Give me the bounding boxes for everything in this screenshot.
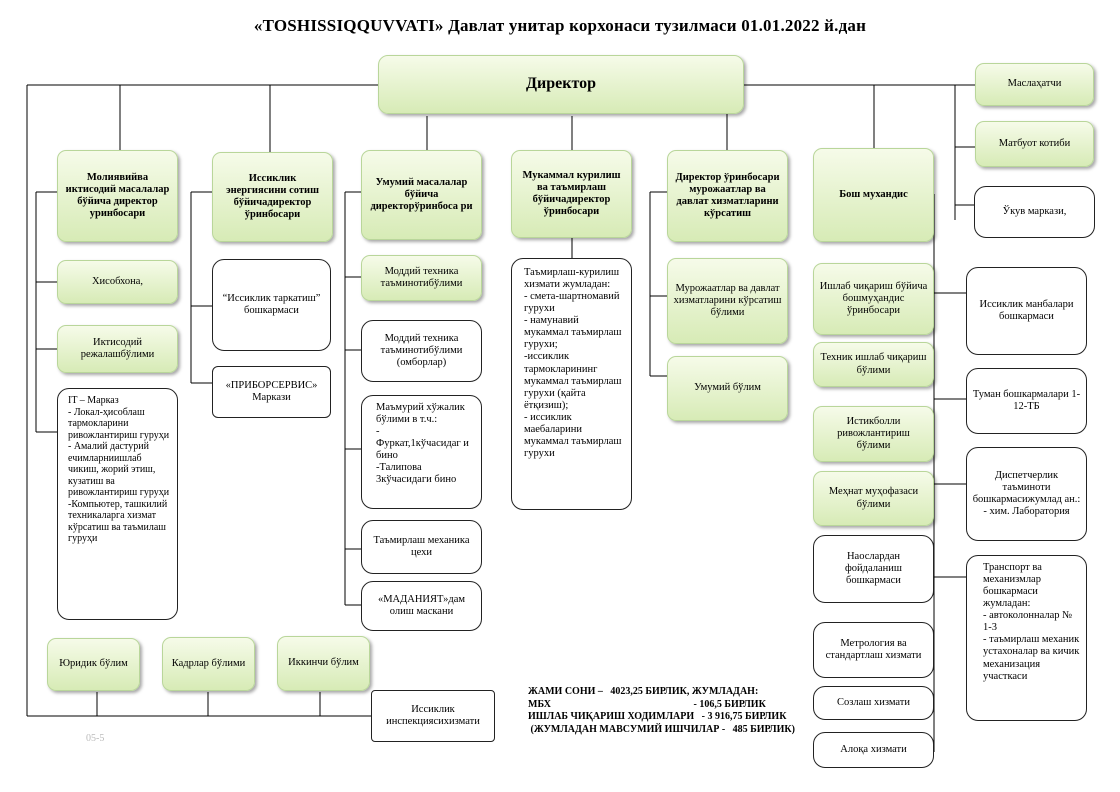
priborservis-box: «ПРИБОРСЕРВИС» Маркази	[212, 366, 331, 418]
deputy-capital-repair-box: Мукаммал курилиш ва таъмирлаш бўйичадире…	[511, 150, 632, 238]
metrology-box: Метрология ва стандартлаш хизмати	[813, 622, 934, 678]
production-deputy-box: Ишлаб чиқариш бўйича бошмуҳандис ўринбос…	[813, 263, 934, 335]
consumers-box: Наослардан фойдаланиш бошкармаси	[813, 535, 934, 603]
heat-sources-box: Иссиклик манбалари бошкармаси	[966, 267, 1087, 355]
communication-box: Алоқа хизмати	[813, 732, 934, 768]
staff-summary: ЖАМИ СОНИ – 4023,25 БИРЛИК, ЖУМЛАДАН: МБ…	[528, 686, 795, 736]
heat-distribution-box: “Иссиклик таркатиш” бошкармаси	[212, 259, 331, 351]
summary-line-4: (ЖУМЛАДАН МАВСУМИЙ ИШЧИЛАР - 485 БИРЛИК)	[528, 723, 795, 735]
technical-dept-box: Техник ишлаб чиқариш бўлими	[813, 342, 934, 387]
admin-dept-box: Маъмурий хўжалик бўлими в т.ч.: - Фуркат…	[361, 395, 482, 509]
deputy-heat-sales-box: Иссиклик энергиясини сотиш бўйичадиректо…	[212, 152, 333, 242]
labor-safety-box: Меҳнат муҳофазаси бўлими	[813, 471, 934, 526]
deputy-finance-box: Молиявийва иктисодий масалалар бўйича ди…	[57, 150, 178, 242]
supply-box: Моддий техника таъминотибўлими	[361, 255, 482, 301]
madaniyat-box: «МАДАНИЯТ»дам олиш маскани	[361, 581, 482, 631]
econ-planning-box: Иктисодий режалашбўлими	[57, 325, 178, 373]
general-dept-box: Умумий бўлим	[667, 356, 788, 421]
summary-line-2: МБХ - 106,5 БИРЛИК	[528, 698, 766, 710]
dispatch-box: Диспетчерлик таъминоти бошкармасижумлад …	[966, 447, 1087, 541]
hr-dept-box: Кадрлар бўлими	[162, 637, 255, 691]
deputy-appeals-box: Директор ўринбосари мурожаатлар ва давла…	[667, 150, 788, 242]
inspection-box: Иссиклик инспекциясихизмати	[371, 690, 495, 742]
advisor-box: Маслаҳатчи	[975, 63, 1094, 106]
press-secretary-box: Матбуот котиби	[975, 121, 1094, 167]
chart-title: «TOSHISSIQQUVVATI» Давлат унитар корхона…	[253, 16, 867, 35]
development-dept-box: Истикболли ривожлантириш бўлими	[813, 406, 934, 462]
repair-shop-box: Таъмирлаш механика цехи	[361, 520, 482, 574]
secondary-dept-box: Иккинчи бўлим	[277, 636, 370, 691]
training-center-box: Ўкув маркази,	[974, 186, 1095, 238]
district-depts-box: Туман бошкармалари 1-12-ТБ	[966, 368, 1087, 434]
summary-line-3: ИШЛАБ ЧИҚАРИШ ХОДИМЛАРИ - 3 916,75 БИРЛИ…	[528, 711, 787, 722]
transport-box: Транспорт ва механизмлар бошкармаси жумл…	[966, 555, 1087, 721]
accounting-box: Хисобхона,	[57, 260, 178, 304]
summary-line-1: ЖАМИ СОНИ – 4023,25 БИРЛИК, ЖУМЛАДАН:	[528, 686, 759, 697]
adjustment-box: Созлаш хизмати	[813, 686, 934, 720]
deputy-general-box: Умумий масалалар бўйича директорўринбоса…	[361, 150, 482, 240]
it-center-box: IT – Марказ - Локал-ҳисоблаш тармокларин…	[57, 388, 178, 620]
legal-dept-box: Юридик бўлим	[47, 638, 140, 691]
page-number: 05-5	[86, 733, 105, 744]
director-box: Директор	[378, 55, 744, 114]
appeals-dept-box: Мурожаатлар ва давлат хизматларини кўрса…	[667, 258, 788, 344]
chief-engineer-box: Бош мухандис	[813, 148, 934, 242]
repair-service-box: Таъмирлаш-курилиш хизмати жумладан: - см…	[511, 258, 632, 510]
supply-warehouses-box: Моддий техника таъминотибўлими (омборлар…	[361, 320, 482, 382]
